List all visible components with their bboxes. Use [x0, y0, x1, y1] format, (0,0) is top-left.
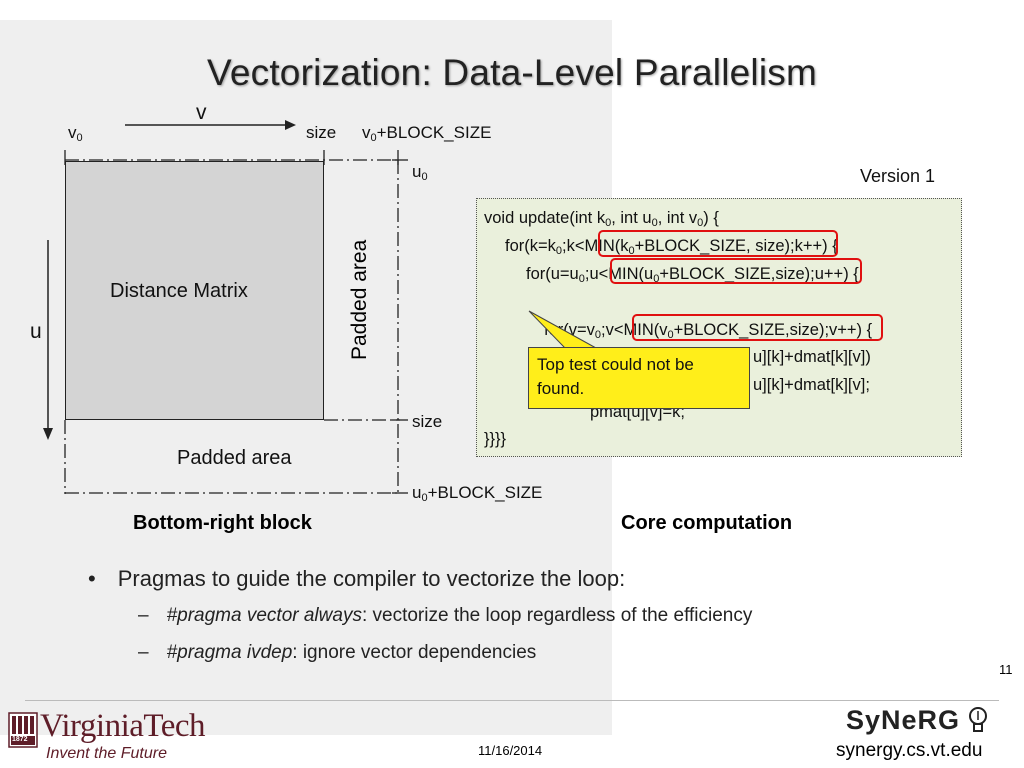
v-axis-label: v	[196, 101, 207, 124]
code-line-5: u][k]+dmat[k][v])	[753, 348, 871, 366]
code-line-3: for(u=u0;u<MIN(u0+BLOCK_SIZE,size);u++) …	[526, 265, 859, 285]
size-right-label: size	[412, 412, 443, 431]
callout-note: Top test could not be found.	[528, 347, 750, 409]
version-label: Version 1	[860, 166, 936, 186]
u0-block-size-label: u0+BLOCK_SIZE	[412, 483, 543, 504]
code-line-1: void update(int k0, int u0, int v0) {	[484, 209, 719, 229]
slide-title: Vectorization: Data-Level Parallelism	[207, 52, 817, 93]
v0-label: v0	[68, 123, 83, 144]
vt-shield-icon	[8, 712, 38, 748]
highlight-box-v-loop	[632, 314, 883, 341]
bullet-sub-2: –#pragma ivdep: ignore vector dependenci…	[138, 642, 537, 663]
size-top-label: size	[306, 123, 337, 142]
synergy-url: synergy.cs.vt.edu	[836, 740, 983, 761]
vt-year: 1872	[12, 736, 28, 743]
u0-label: u0	[412, 162, 428, 183]
code-line-8: }}}}	[484, 430, 507, 448]
block-diagram	[43, 120, 408, 494]
code-caption: Core computation	[621, 512, 793, 534]
padded-area-bottom-label: Padded area	[177, 447, 292, 469]
highlight-box-k-loop	[598, 230, 838, 257]
code-line-6: u][k]+dmat[k][v];	[753, 376, 870, 394]
code-line-2: for(k=k0;k<MIN(k0+BLOCK_SIZE, size);k++)…	[505, 237, 838, 257]
padded-area-right-label: Padded area	[348, 239, 371, 361]
diagram-caption: Bottom-right block	[133, 512, 312, 534]
distance-matrix	[65, 161, 324, 420]
u-axis-label: u	[30, 320, 42, 343]
highlight-box-u-loop	[610, 258, 862, 284]
vt-name: VirginiaTech	[40, 708, 206, 744]
v0-block-size-label: v0+BLOCK_SIZE	[362, 123, 492, 144]
lightbulb-icon	[969, 707, 987, 732]
slide-date: 11/16/2014	[478, 743, 543, 758]
bullet-main: •Pragmas to guide the compiler to vector…	[88, 566, 626, 591]
bullet-sub-1: –#pragma vector always: vectorize the lo…	[138, 605, 753, 626]
code-line-4: for(v=v0;v<MIN(v0+BLOCK_SIZE,size);v++) …	[544, 321, 873, 341]
distance-matrix-label: Distance Matrix	[110, 280, 248, 302]
page-number: 11	[999, 662, 1013, 677]
synergy-logo: SyNeRG	[846, 705, 961, 735]
footer-divider	[25, 700, 999, 701]
vt-tagline: Invent the Future	[46, 745, 167, 762]
